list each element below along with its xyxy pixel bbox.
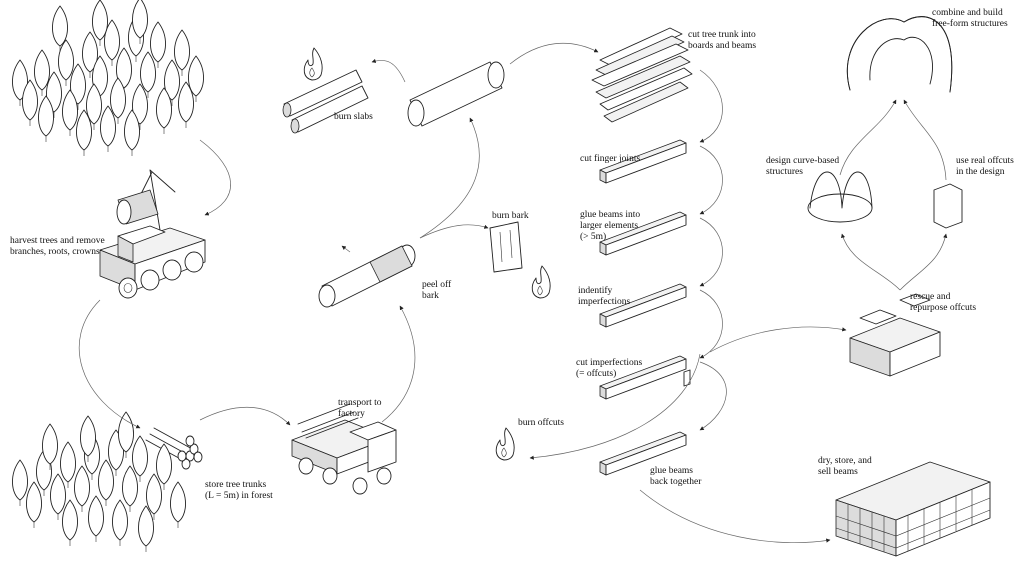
- label-glue-back-line1: glue beams: [650, 466, 694, 476]
- label-cut-trunk: cut tree trunk into boards and beams: [688, 30, 756, 52]
- label-harvest-line1: harvest trees and remove: [10, 236, 105, 246]
- flame-icon-offcuts: [495, 427, 515, 461]
- label-combine-line1: combine and build: [932, 8, 1003, 18]
- label-use-offcuts-line2: in the design: [956, 167, 1005, 177]
- label-use-offcuts-line1: use real offcuts: [956, 156, 1014, 166]
- label-peel-line1: peel off: [422, 280, 452, 290]
- label-transport-line1: transport to: [338, 398, 382, 408]
- label-harvest: harvest trees and remove branches, roots…: [10, 236, 105, 258]
- label-rescue: rescue and repurpose offcuts: [910, 292, 976, 314]
- label-identify: indentify imperfections: [578, 286, 630, 308]
- label-glue-elements: glue beams into larger elements (> 5m): [580, 210, 640, 243]
- label-rescue-line1: rescue and: [910, 292, 951, 302]
- label-design-curve-line1: design curve-based: [766, 156, 840, 166]
- label-cut-trunk-line2: boards and beams: [688, 41, 757, 51]
- label-design-curve: design curve-based structures: [766, 156, 839, 178]
- label-dry-store-line1: dry, store, and: [818, 456, 872, 466]
- harvester-illustration: [99, 169, 206, 299]
- flow-arrows: [78, 42, 948, 544]
- round-log: [407, 61, 505, 127]
- label-harvest-line2: branches, roots, crowns: [10, 247, 100, 257]
- log-pile: [145, 427, 203, 470]
- label-combine: combine and build free-form structures: [932, 8, 1008, 30]
- label-store: store tree trunks (L = 5m) in forest: [205, 480, 273, 502]
- label-glue-back-line2: back together: [650, 477, 702, 487]
- label-dry-store-line2: sell beams: [818, 467, 858, 477]
- label-store-line2: (L = 5m) in forest: [205, 491, 273, 501]
- label-store-line1: store tree trunks: [205, 480, 267, 490]
- freeform-structure: [847, 16, 953, 93]
- label-burn-offcuts-line1: burn offcuts: [518, 418, 564, 428]
- flame-icon-slabs: [303, 47, 323, 81]
- label-glue-back: glue beams back together: [650, 466, 701, 488]
- label-combine-line2: free-form structures: [932, 19, 1008, 29]
- label-identify-line1: indentify: [578, 286, 613, 296]
- label-use-offcuts: use real offcuts in the design: [956, 156, 1014, 178]
- label-glue-elements-line1: glue beams into: [580, 210, 641, 220]
- flame-icon-bark: [531, 265, 551, 299]
- label-design-curve-line2: structures: [766, 167, 803, 177]
- label-cut-imperf: cut imperfections (= offcuts): [576, 358, 642, 380]
- slabs: [282, 69, 369, 134]
- curve-design: [807, 171, 873, 223]
- label-finger-joints-line1: cut finger joints: [580, 154, 641, 164]
- forest-bottom: [12, 411, 186, 553]
- boards-stack: [591, 27, 693, 123]
- offcut-pile: [849, 293, 941, 377]
- label-glue-elements-line3: (> 5m): [580, 232, 607, 242]
- label-dry-store: dry, store, and sell beams: [818, 456, 872, 478]
- label-burn-bark: burn bark: [492, 211, 529, 222]
- peel-log: [318, 244, 416, 308]
- forest-top: [12, 0, 204, 157]
- label-cut-trunk-line1: cut tree trunk into: [688, 30, 756, 40]
- label-burn-slabs: burn slabs: [334, 112, 373, 123]
- label-cut-imperf-line2: (= offcuts): [576, 369, 617, 379]
- truck-illustration: [291, 403, 397, 495]
- beams-storage: [835, 461, 991, 557]
- label-identify-line2: imperfections: [578, 297, 631, 307]
- label-burn-bark-line1: burn bark: [492, 211, 529, 221]
- label-cut-imperf-line1: cut imperfections: [576, 358, 643, 368]
- label-peel-line2: bark: [422, 291, 439, 301]
- label-transport: transport to factory: [338, 398, 382, 420]
- bark-piece: [489, 221, 523, 273]
- label-finger-joints: cut finger joints: [580, 154, 640, 165]
- offcut-design: [933, 183, 963, 229]
- label-rescue-line2: repurpose offcuts: [910, 303, 977, 313]
- label-glue-elements-line2: larger elements: [580, 221, 639, 231]
- label-peel: peel off bark: [422, 280, 451, 302]
- offcut-block: [683, 369, 691, 387]
- label-transport-line2: factory: [338, 409, 365, 419]
- label-burn-slabs-line1: burn slabs: [334, 112, 373, 122]
- label-burn-offcuts: burn offcuts: [518, 418, 564, 429]
